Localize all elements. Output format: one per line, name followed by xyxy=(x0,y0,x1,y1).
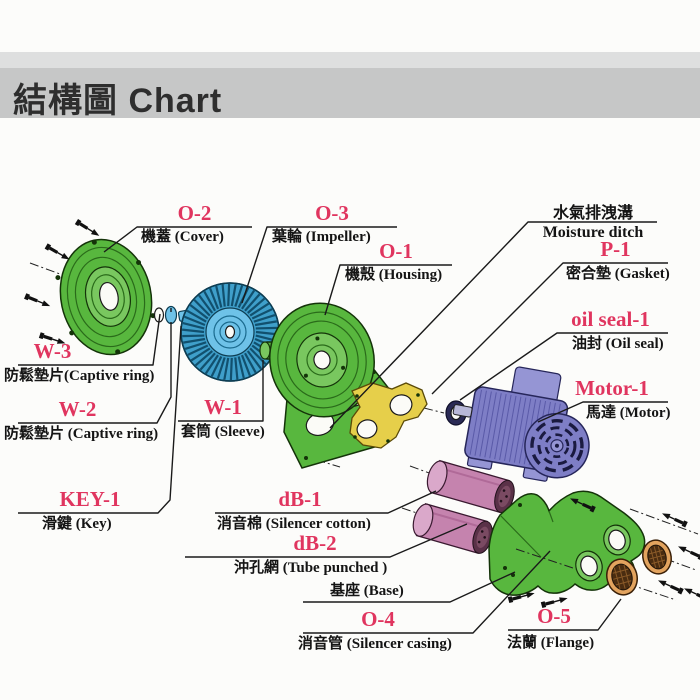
label-code-w2: W-2 xyxy=(58,397,97,421)
label-name-w1: 套筒 (Sleeve) xyxy=(181,424,265,440)
title-band-light xyxy=(0,52,700,68)
part-base-casing xyxy=(488,490,646,596)
label-name-oil-seal: 油封 (Oil seal) xyxy=(572,336,664,352)
label-name-o3: 葉輪 (Impeller) xyxy=(272,229,371,245)
part-impeller xyxy=(180,282,280,382)
label-name-o1: 機殼 (Housing) xyxy=(345,267,443,283)
part-silencer-cotton xyxy=(412,459,515,554)
label-code-o1: O-1 xyxy=(379,239,413,263)
label-name-p1: 密合墊 (Gasket) xyxy=(566,266,670,282)
label-name-motor: 馬達 (Motor) xyxy=(586,405,671,421)
part-motor xyxy=(452,366,590,482)
label-code-oil-seal: oil seal-1 xyxy=(571,307,650,331)
part-cover xyxy=(55,238,156,356)
label-code-db1: dB-1 xyxy=(278,487,322,511)
label-code-o4: O-4 xyxy=(361,607,395,631)
label-name-w2: 防鬆墊片 (Captive ring) xyxy=(4,426,159,442)
label-code-o2: O-2 xyxy=(177,201,212,225)
label-code-o3: O-3 xyxy=(315,201,349,225)
label-code-key1: KEY-1 xyxy=(59,487,121,511)
leader-lines xyxy=(18,221,668,634)
label-name-o2: 機蓋 (Cover) xyxy=(141,229,224,245)
label-code-w3: W-3 xyxy=(33,339,72,363)
label-name-key1: 滑鍵 (Key) xyxy=(42,516,112,532)
label-name-db2: 沖孔網 (Tube punched ) xyxy=(234,560,388,576)
label-code-db2: dB-2 xyxy=(293,531,337,555)
label-code-o5: O-5 xyxy=(537,604,571,628)
title-band xyxy=(0,68,700,118)
label-name-db1: 消音棉 (Silencer cotton) xyxy=(217,516,371,532)
label-code-p1: P-1 xyxy=(600,237,631,261)
part-gasket xyxy=(349,382,428,449)
label-code-w1: W-1 xyxy=(204,395,242,419)
label-code-motor: Motor-1 xyxy=(575,376,649,400)
label-name-w3: 防鬆墊片(Captive ring) xyxy=(4,368,155,384)
label-code-moisture: 水氣排洩溝 xyxy=(552,205,633,222)
label-name-base: 基座 (Base) xyxy=(330,583,404,599)
label-name-o4: 消音管 (Silencer casing) xyxy=(298,636,452,652)
page-title: 結構圖 Chart xyxy=(13,82,223,120)
label-name-o5: 法蘭 (Flange) xyxy=(507,635,595,651)
part-flanges xyxy=(606,539,672,596)
label-name-moisture: Moisture ditch xyxy=(542,224,644,241)
